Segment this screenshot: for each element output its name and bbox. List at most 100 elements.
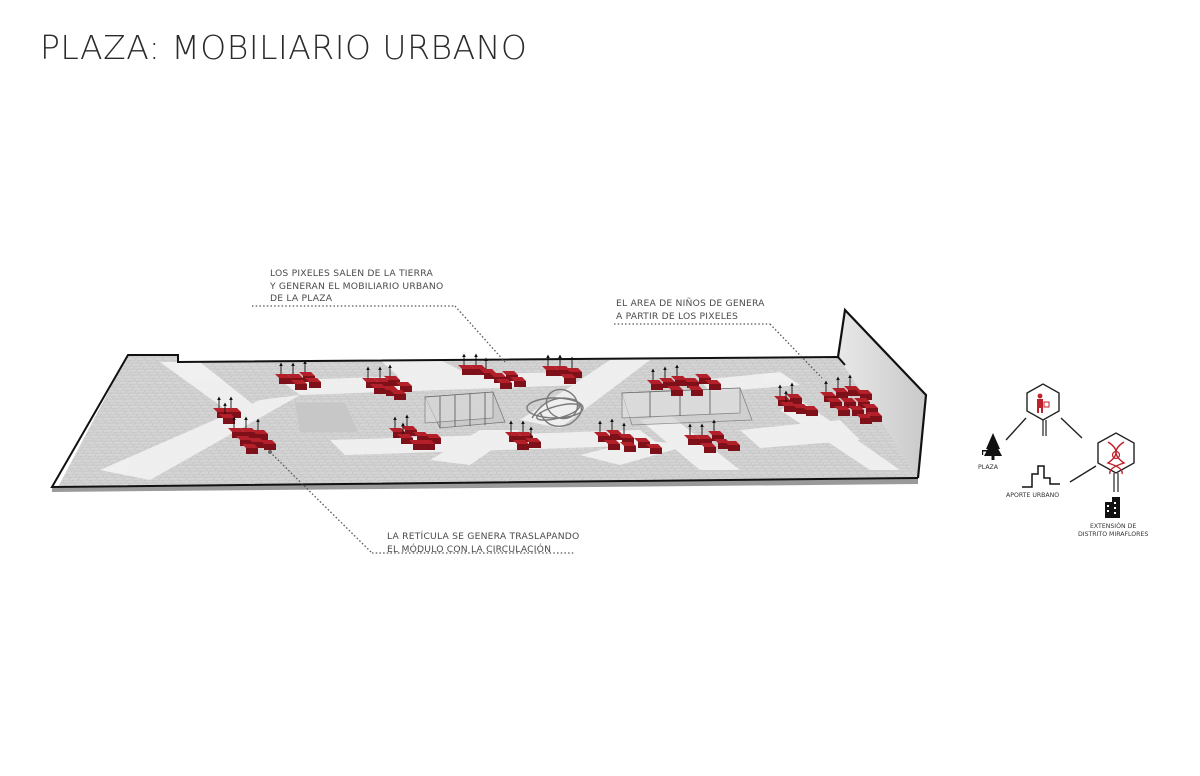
rise-arrow-head	[462, 353, 466, 357]
annotation-line: EL MÓDULO CON LA CIRCULACIÓN	[387, 543, 552, 555]
furniture-pixel-side	[836, 392, 848, 398]
furniture-pixel	[470, 365, 486, 369]
furniture-pixel	[291, 380, 307, 384]
furniture-pixel	[505, 432, 521, 436]
furniture-pixel	[683, 378, 699, 382]
furniture-pixel	[848, 406, 864, 410]
furniture-pixel	[409, 440, 425, 444]
rise-arrow-head	[401, 422, 405, 426]
furniture-pixel-side	[718, 443, 730, 449]
furniture-pixel-side	[806, 410, 818, 416]
rise-arrow-head	[217, 396, 221, 400]
rise-arrow-head	[223, 402, 227, 406]
rise-arrow-head	[256, 418, 260, 422]
furniture-pixel	[618, 434, 634, 438]
rise-arrow-head	[366, 366, 370, 370]
furniture-pixel	[458, 365, 474, 369]
furniture-pixel	[687, 386, 703, 390]
furniture-pixel-side	[564, 378, 576, 384]
circulation-paths	[100, 360, 900, 480]
rise-arrow-head	[509, 420, 513, 424]
furniture-pixel	[820, 392, 836, 396]
glass-pavilion-left	[424, 391, 506, 429]
furniture-pixel	[606, 430, 622, 434]
leader-dot	[268, 450, 272, 454]
furniture-pixel	[513, 440, 529, 444]
rise-arrow-head	[546, 354, 550, 358]
rise-arrow-head	[598, 420, 602, 424]
furniture-pixel-side	[728, 445, 740, 451]
furniture-pixel-side	[688, 439, 700, 445]
glass-pavilion-right	[621, 387, 753, 426]
furniture-pixel	[646, 444, 662, 448]
furniture-pixel	[826, 398, 842, 402]
furniture-pixel	[287, 374, 303, 378]
rise-arrow-head	[570, 356, 574, 360]
furniture-pixel	[260, 440, 276, 444]
furniture-pixel	[620, 442, 636, 446]
furniture-pixel	[866, 412, 882, 416]
rise-arrow-head	[474, 353, 478, 357]
tree-bench-icon	[982, 433, 1002, 460]
annotation-line: Y GENERAN EL MOBILIARIO URBANO	[270, 280, 444, 292]
furniture-pixel	[560, 374, 576, 378]
rise-arrow-head	[663, 366, 667, 370]
furniture-pixel	[840, 398, 856, 402]
furniture-pixel-side	[400, 386, 412, 392]
furniture-pixel	[305, 378, 321, 382]
furniture-pixel-side	[651, 384, 663, 390]
sculpture-loops	[526, 388, 584, 427]
rise-arrow-head	[712, 419, 716, 423]
furniture-pixel	[502, 371, 518, 375]
furniture-pixel-side	[870, 416, 882, 422]
annotation-line: LA RETÍCULA SE GENERA TRASLAPANDO	[387, 531, 580, 542]
rise-arrow-head	[848, 374, 852, 378]
dna-icon	[1106, 441, 1126, 475]
furniture-pixel-side	[413, 444, 425, 450]
furniture-pixel-side	[264, 444, 276, 450]
furniture-pixel-side	[671, 390, 683, 396]
rise-arrow-head	[529, 426, 533, 430]
furniture-pixel-side	[691, 390, 703, 396]
furniture-pixel-side	[790, 398, 802, 404]
furniture-pixel	[496, 379, 512, 383]
urban-furniture	[213, 353, 882, 454]
furniture-pixel-side	[860, 418, 872, 424]
furniture-pixel	[634, 438, 650, 442]
furniture-pixel	[275, 374, 291, 378]
furniture-pixel	[517, 432, 533, 436]
furniture-pixel	[554, 366, 570, 370]
skyline-icon	[1022, 465, 1060, 488]
furniture-pixel	[390, 390, 406, 394]
furniture-pixel-side	[610, 434, 622, 440]
furniture-pixel-side	[500, 383, 512, 389]
furniture-pixel	[604, 440, 620, 444]
furniture-pixel	[695, 374, 711, 378]
annotation-kids-area: EL AREA DE NIÑOS DE GENERA A PARTIR DE L…	[616, 298, 765, 323]
person-with-sign-icon	[1037, 393, 1050, 413]
rise-arrow-head	[244, 416, 248, 420]
legend-extension-line: EXTENSIÓN DE	[1090, 523, 1137, 530]
furniture-pixel-side	[650, 448, 662, 454]
rise-arrow-head	[291, 362, 295, 366]
furniture-pixel	[696, 435, 712, 439]
furniture-pixel-side	[514, 381, 526, 387]
furniture-pixel	[382, 386, 398, 390]
furniture-pixel	[667, 386, 683, 390]
annotation-line: LOS PIXELES SALEN DE LA TIERRA	[270, 268, 433, 279]
annotation-pixels: LOS PIXELES SALEN DE LA TIERRA Y GENERAN…	[270, 268, 443, 306]
furniture-pixel	[425, 434, 441, 438]
furniture-pixel	[240, 428, 256, 432]
furniture-pixel-side	[279, 378, 291, 384]
furniture-pixel	[389, 428, 405, 432]
rise-arrow-head	[610, 418, 614, 422]
rise-arrow-head	[836, 376, 840, 380]
furniture-pixel	[708, 431, 724, 435]
rise-arrow-head	[484, 357, 488, 361]
annotation-line: A PARTIR DE LOS PIXELES	[616, 310, 739, 322]
legend-plaza-label: PLAZA	[978, 464, 999, 471]
furniture-pixel	[647, 380, 663, 384]
furniture-pixel	[659, 378, 675, 382]
furniture-pixel	[844, 386, 860, 390]
